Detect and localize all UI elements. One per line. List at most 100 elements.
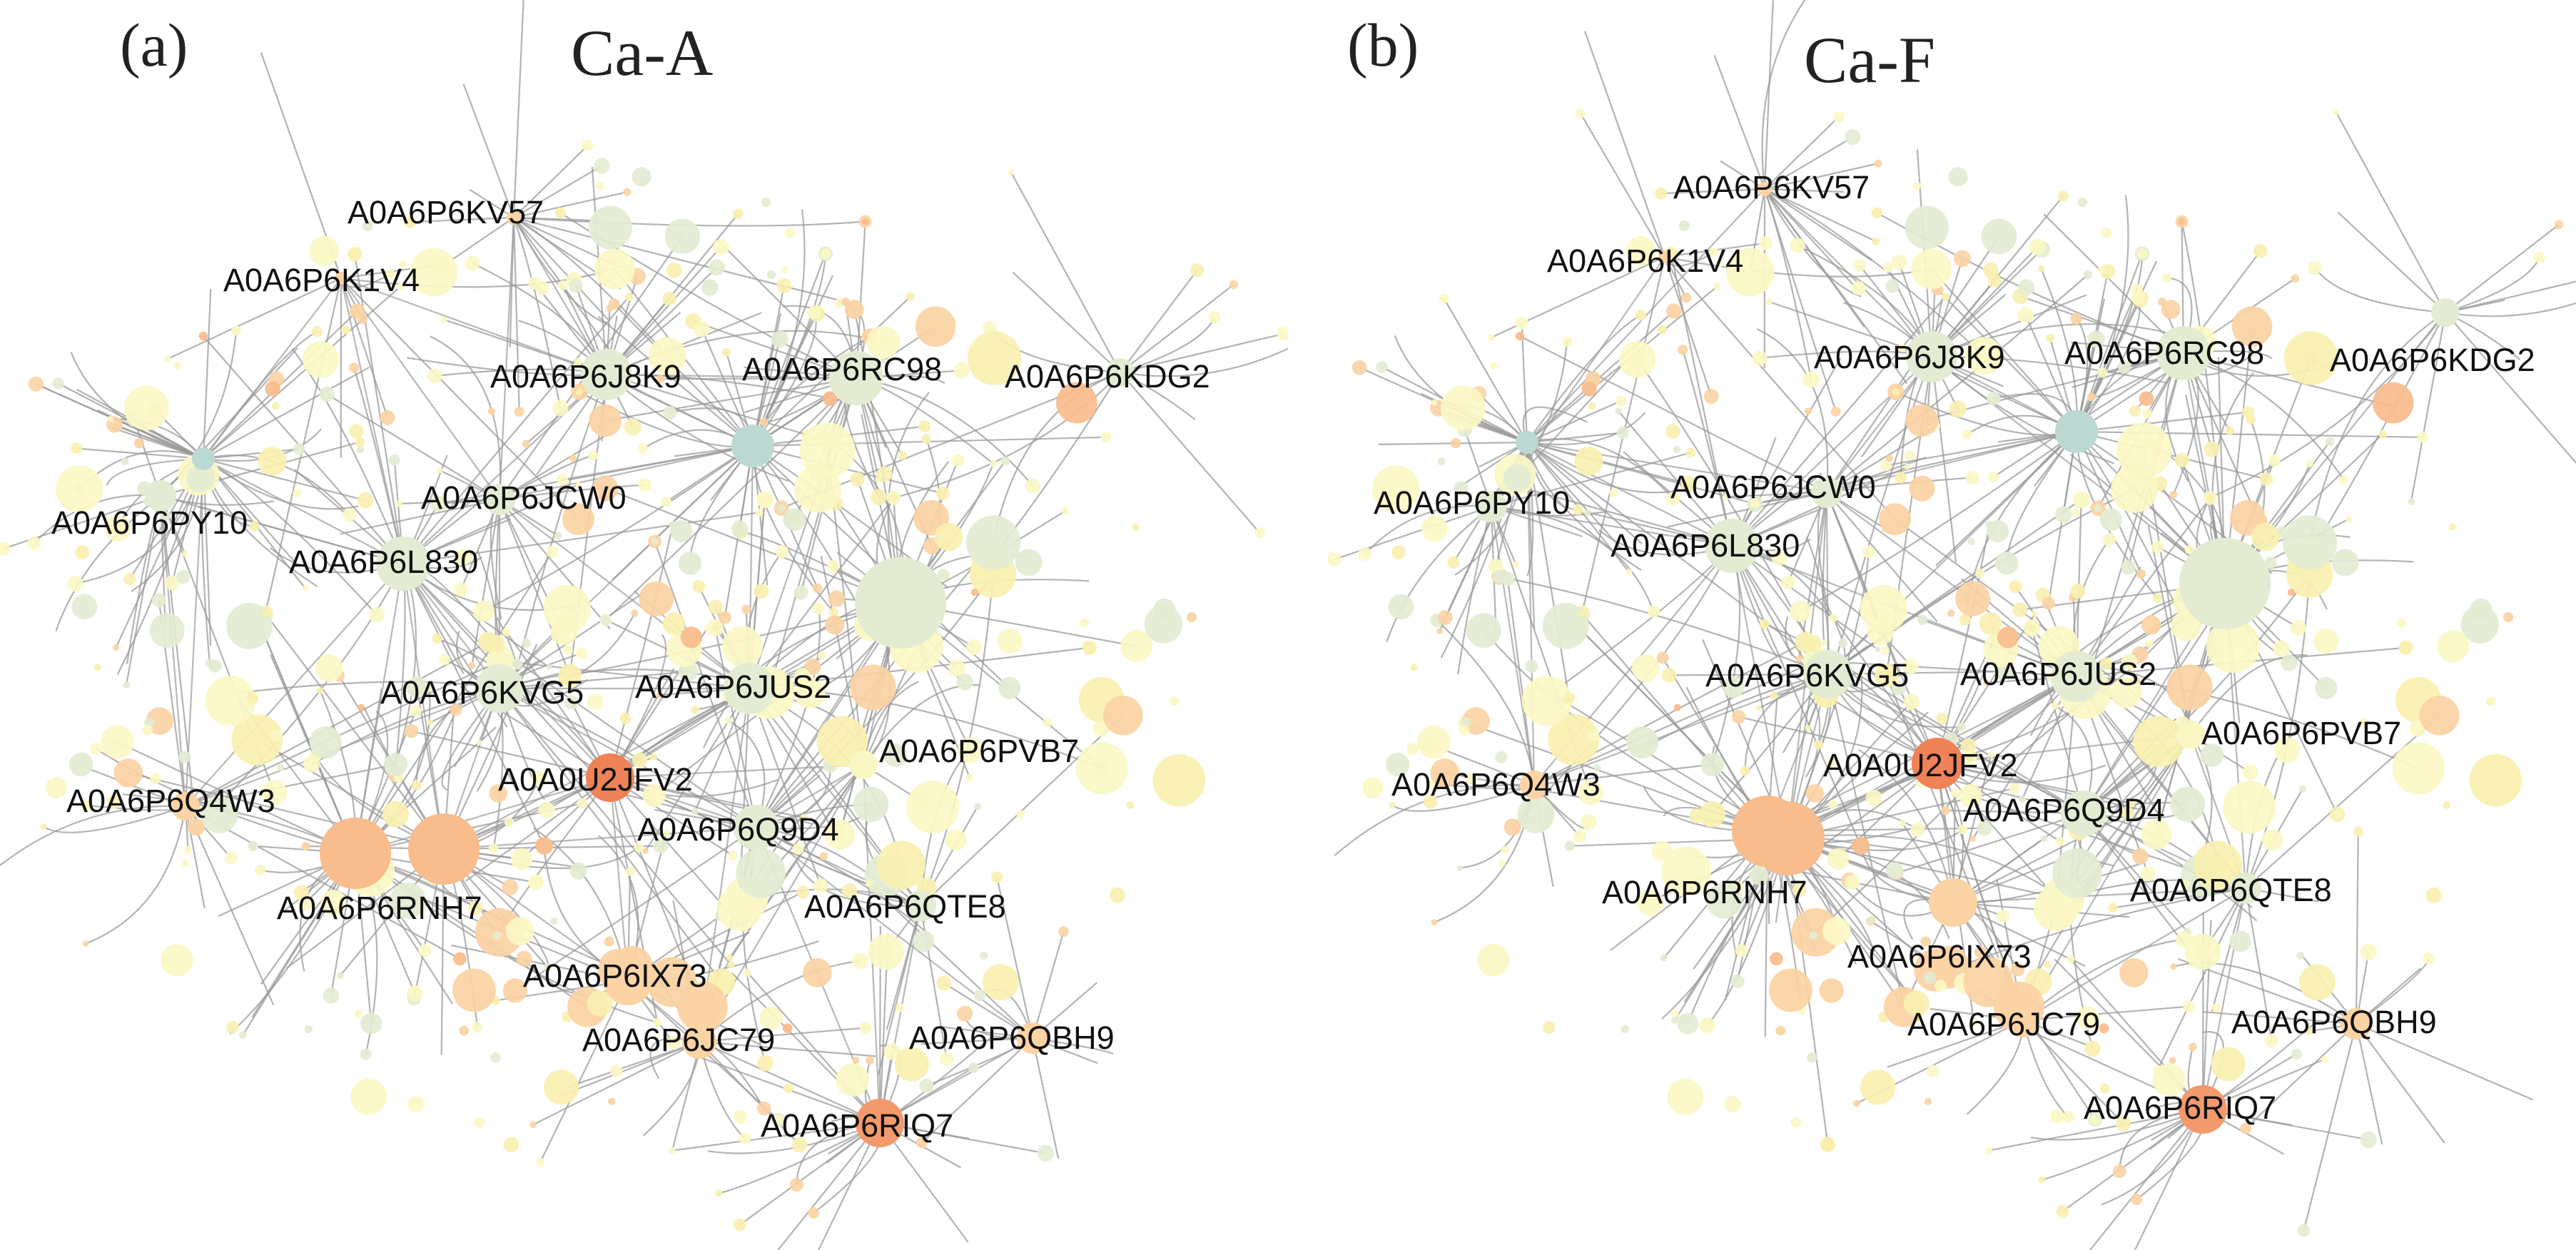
- node-label: A0A6P6JCW0: [421, 479, 627, 516]
- network-node: [1802, 371, 1820, 388]
- network-node: [1895, 472, 1907, 484]
- node-label: A0A6P6KV57: [348, 194, 544, 230]
- network-node: [2033, 886, 2079, 931]
- network-node: [164, 575, 180, 591]
- network-node: [895, 1003, 905, 1012]
- network-node: [380, 410, 395, 425]
- network-node: [1851, 280, 1866, 295]
- network-node: [734, 1109, 747, 1124]
- network-node: [2308, 260, 2322, 275]
- network-node: [151, 593, 166, 608]
- network-node: [2268, 454, 2281, 467]
- network-node: [2398, 640, 2413, 655]
- network-node: [399, 260, 407, 268]
- network-node: [2094, 504, 2102, 512]
- network-node: [1809, 931, 1818, 940]
- network-node: [2265, 1034, 2279, 1048]
- network-node: [1790, 238, 1805, 253]
- network-edge: [1664, 256, 1896, 520]
- network-node: [2009, 580, 2022, 594]
- network-node: [558, 664, 582, 688]
- network-node: [755, 508, 764, 517]
- network-node: [28, 376, 44, 392]
- network-node: [784, 228, 796, 239]
- network-edge: [55, 495, 161, 632]
- network-node: [1941, 806, 1950, 815]
- network-node: [708, 599, 723, 615]
- network-edge: [2314, 267, 2446, 314]
- network-edge: [1764, 188, 1860, 292]
- network-node: [965, 639, 983, 656]
- network-node: [1759, 619, 1770, 630]
- network-node: [1820, 1137, 1836, 1153]
- network-edge: [1764, 163, 1879, 190]
- network-node: [1827, 799, 1838, 810]
- network-node: [1385, 752, 1410, 777]
- network-node: [2044, 961, 2052, 969]
- network-node: [2087, 330, 2105, 348]
- network-node: [727, 961, 735, 969]
- node-label: A0A6P6JC79: [582, 1022, 776, 1058]
- network-node: [368, 606, 385, 623]
- hub-node: [1929, 878, 1977, 927]
- network-node: [841, 298, 850, 306]
- network-node: [2183, 1000, 2196, 1013]
- network-edge: [441, 688, 500, 791]
- network-node: [796, 885, 810, 899]
- network-node: [1361, 777, 1384, 798]
- network-node: [793, 585, 808, 600]
- network-node: [142, 724, 153, 736]
- network-edge: [2356, 1023, 2445, 1144]
- network-node: [1829, 614, 1838, 622]
- network-edge: [2177, 957, 2357, 1025]
- network-node: [1947, 609, 1955, 617]
- node-label: A0A6P6JUS2: [635, 669, 832, 705]
- network-edge: [879, 1122, 1046, 1154]
- network-node: [1959, 783, 1982, 808]
- network-edge: [1720, 160, 1765, 190]
- network-node: [2533, 251, 2546, 264]
- network-node: [357, 492, 374, 509]
- node-label: A0A6P6PVB7: [2201, 715, 2402, 751]
- network-node: [304, 1025, 313, 1034]
- network-node: [265, 381, 280, 397]
- network-edge: [1764, 136, 1853, 190]
- network-node: [436, 467, 443, 474]
- node-label: A0A6P6PVB7: [879, 733, 1080, 769]
- network-node: [1043, 718, 1053, 728]
- network-node: [1503, 464, 1531, 493]
- network-node: [741, 604, 751, 614]
- network-edge: [2022, 888, 2246, 1021]
- network-node: [123, 572, 136, 586]
- network-node: [564, 646, 574, 655]
- network-node: [2291, 1048, 2302, 1060]
- network-node: [973, 803, 981, 811]
- network-node: [2084, 1040, 2101, 1057]
- network-edge: [483, 445, 754, 612]
- network-node: [1490, 362, 1498, 370]
- network-edge: [2244, 888, 2273, 1042]
- network-node: [2158, 298, 2166, 306]
- hub-node: [1705, 519, 1759, 573]
- network-node: [1661, 667, 1677, 683]
- network-node: [2359, 718, 2369, 728]
- hub-node: [849, 751, 878, 779]
- network-node: [1417, 725, 1451, 759]
- hub-node: [1804, 650, 1852, 698]
- network-node: [1699, 1017, 1715, 1034]
- node-label: A0A6P6JUS2: [1960, 656, 2157, 692]
- network-node: [319, 386, 335, 402]
- network-node: [799, 422, 856, 478]
- network-node: [2178, 218, 2186, 225]
- network-node: [759, 1006, 783, 1030]
- network-edge: [1945, 809, 2084, 815]
- edge-layer: [0, 0, 1288, 1250]
- network-node: [2119, 958, 2149, 987]
- network-node: [293, 443, 305, 455]
- network-node: [1792, 883, 1807, 898]
- network-edge: [1825, 492, 1830, 675]
- network-node: [455, 549, 472, 566]
- network-node: [104, 515, 131, 542]
- network-edge: [1526, 442, 1578, 511]
- network-edge: [126, 495, 162, 664]
